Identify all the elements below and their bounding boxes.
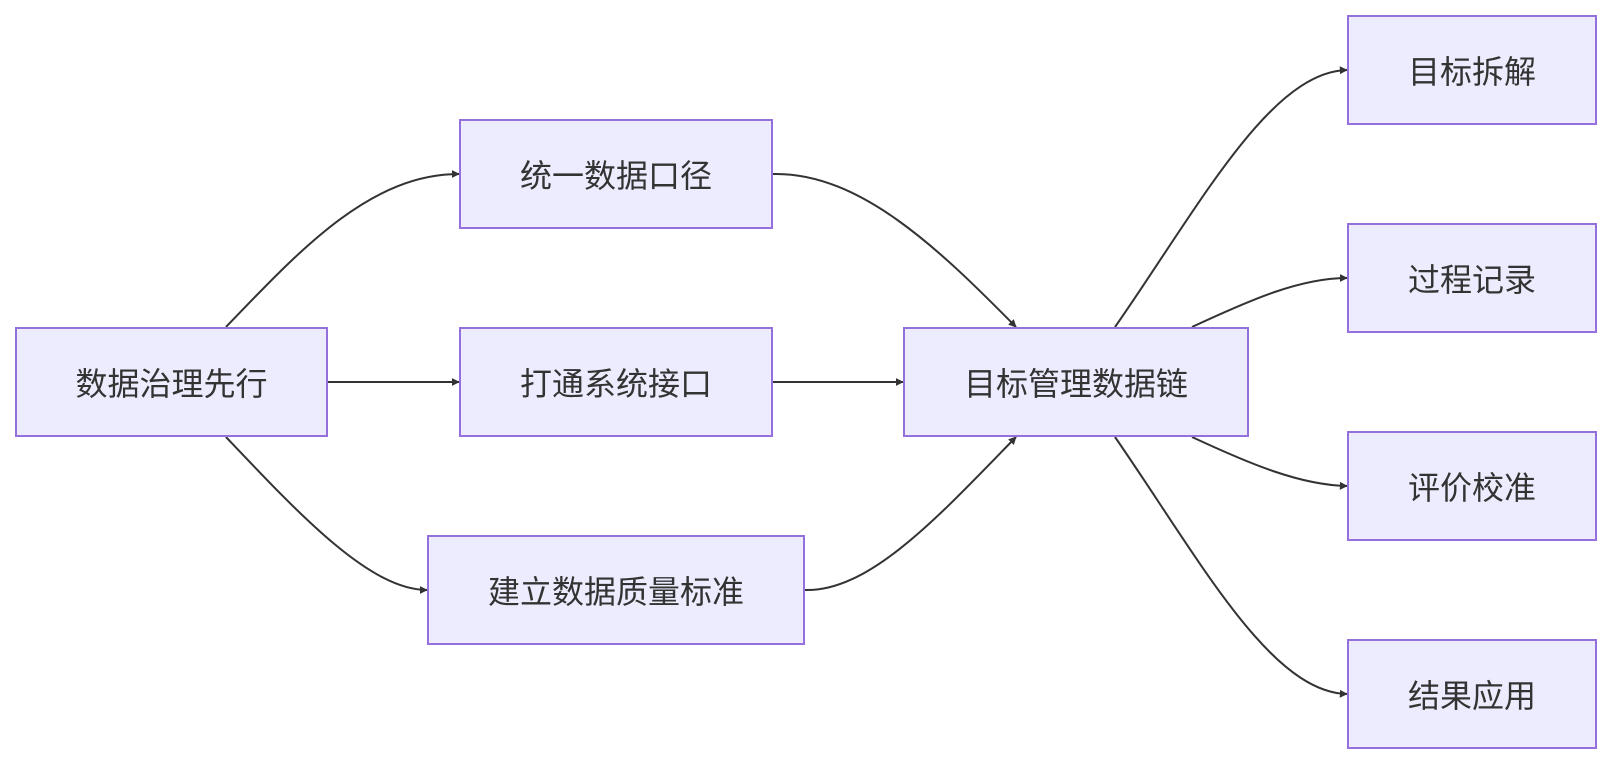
node-process-recording: 过程记录 (1347, 223, 1597, 333)
edge-root-to-quality (225, 436, 428, 594)
node-data-governance-first: 数据治理先行 (15, 327, 328, 437)
node-result-application: 结果应用 (1347, 639, 1597, 749)
node-label: 目标管理数据链 (963, 365, 1188, 403)
node-label: 结果应用 (1407, 677, 1536, 715)
node-label: 建立数据质量标准 (487, 573, 744, 611)
node-goal-decomposition: 目标拆解 (1347, 15, 1597, 125)
edge-chain-to-calibrate (1191, 436, 1348, 490)
edge-unify-to-chain (772, 172, 1017, 328)
node-connect-system-interfaces: 打通系统接口 (459, 327, 773, 437)
edge-quality-to-chain (804, 436, 1017, 592)
edge-root-to-unify (225, 170, 460, 328)
node-goal-management-data-chain: 目标管理数据链 (903, 327, 1249, 437)
edge-chain-to-apply (1114, 436, 1348, 698)
node-label: 评价校准 (1407, 469, 1536, 507)
node-evaluation-calibration: 评价校准 (1347, 431, 1597, 541)
edge-chain-to-record (1191, 274, 1348, 328)
node-label: 数据治理先行 (75, 365, 268, 403)
node-label: 统一数据口径 (519, 157, 712, 195)
node-data-quality-standards: 建立数据质量标准 (427, 535, 805, 645)
node-label: 过程记录 (1407, 261, 1536, 299)
node-unify-data-caliber: 统一数据口径 (459, 119, 773, 229)
node-label: 目标拆解 (1407, 53, 1536, 91)
edge-chain-to-decompose (1114, 66, 1348, 328)
node-label: 打通系统接口 (519, 365, 712, 403)
